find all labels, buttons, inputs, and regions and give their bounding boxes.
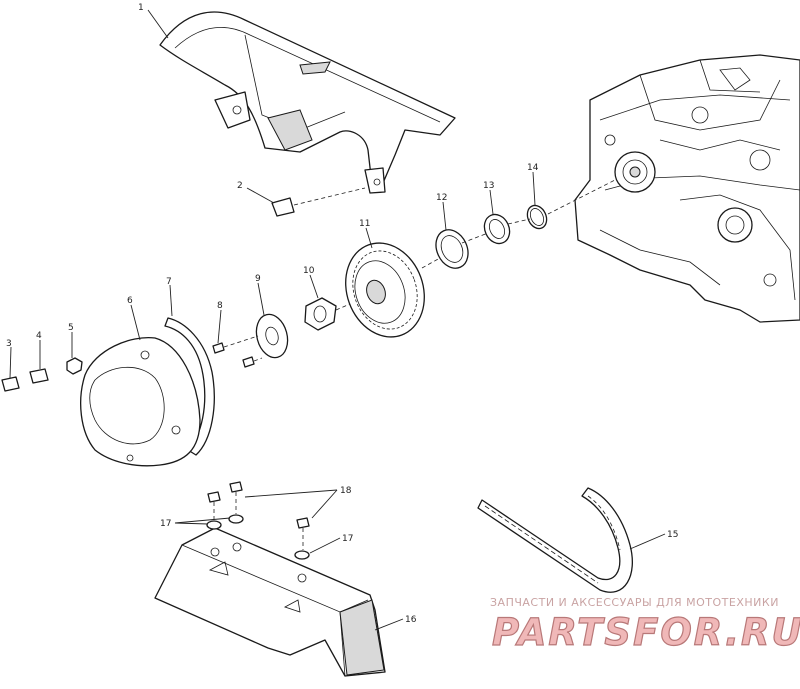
seal-12 (435, 229, 469, 269)
callout-16: 16 (405, 615, 417, 625)
drive-belt-15 (477, 487, 634, 593)
bolt-3 (1, 376, 20, 392)
callout-18: 18 (340, 486, 352, 496)
callout-5: 5 (68, 323, 74, 333)
callout-15: 15 (667, 530, 678, 540)
callout-3: 3 (6, 339, 12, 349)
leader-lines (9, 9, 666, 631)
bolts-18 (207, 481, 310, 550)
upper-belt-guard (159, 11, 456, 194)
lock-plate-9 (255, 313, 289, 359)
callout-11: 11 (359, 219, 370, 229)
callout-10: 10 (303, 266, 315, 276)
nut-10 (304, 297, 337, 331)
screws-8 (212, 335, 263, 368)
engine-block (547, 54, 800, 323)
callout-14: 14 (527, 163, 539, 173)
sprocket-cover-6 (80, 336, 201, 467)
watermark: ЗАПЧАСТИ И АКСЕССУАРЫ ДЛЯ МОТОТЕХНИКИ PA… (490, 596, 800, 655)
callout-4: 4 (36, 331, 42, 341)
bolt-2 (271, 187, 366, 217)
callout-9: 9 (255, 274, 261, 284)
callout-1: 1 (138, 3, 144, 13)
callout-labels: 1 2 3 4 5 6 7 8 9 10 11 12 13 14 15 16 1… (6, 3, 678, 625)
o-ring-14 (526, 204, 548, 230)
callout-17a: 17 (160, 519, 171, 529)
callout-2: 2 (237, 181, 243, 191)
callout-7: 7 (166, 277, 172, 287)
washers-17 (206, 514, 310, 560)
callout-13: 13 (483, 181, 494, 191)
spacer-13 (483, 213, 511, 245)
watermark-tagline: ЗАПЧАСТИ И АКСЕССУАРЫ ДЛЯ МОТОТЕХНИКИ (490, 596, 779, 609)
lower-belt-guard-16 (154, 527, 386, 677)
callout-6: 6 (127, 296, 133, 306)
watermark-brand: PARTSFOR.RU (492, 611, 800, 654)
callout-17b: 17 (342, 534, 353, 544)
sprocket-11 (345, 242, 425, 338)
bolt-4 (29, 368, 49, 384)
callout-8: 8 (217, 301, 223, 311)
nut-5 (66, 357, 83, 375)
callout-12: 12 (436, 193, 447, 203)
